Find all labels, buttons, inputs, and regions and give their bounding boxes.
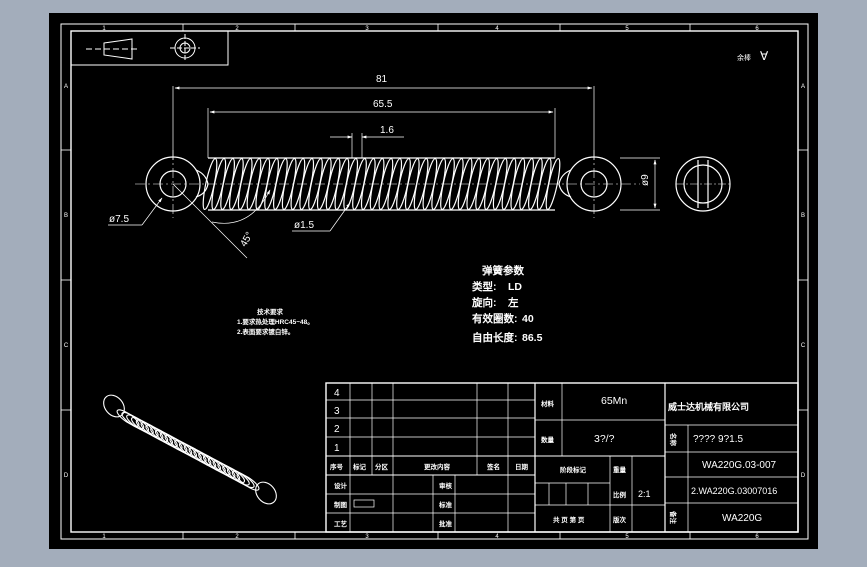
tech-line-2: 2.表面要求镀白锌。 [237,327,294,336]
projection-symbol [70,30,229,66]
title-block [325,382,799,533]
centerlines [135,150,640,218]
rev-row-1: 1 [334,443,340,454]
material-label: 材料 [540,399,555,408]
dim-hook-diameter: ø7.5 [109,214,129,225]
quantity-value: 3?/? [594,433,615,445]
hdr-sign: 签名 [486,462,500,471]
zone-right-b: B [801,213,805,219]
hdr-seq: 序号 [329,462,344,471]
zone-right-d: D [801,473,806,479]
zone-bottom-3: 3 [365,534,369,540]
param-length-label: 自由长度: [472,331,518,344]
version-label: 版次 [612,515,627,524]
rev-row-4: 4 [334,388,340,399]
roughness-symbol: ∀ [760,49,769,63]
spring-coils [202,157,561,211]
row-design: 设计 [334,481,348,490]
zone-top-3: 3 [365,26,369,32]
zone-ticks [61,24,808,539]
project-code: WA220G [722,513,762,524]
dim-overall-length: 81 [376,74,388,85]
zone-left-b: B [64,213,68,219]
rev-row-2: 2 [334,424,340,435]
title-block-headers: 序号 标记 分区 更改内容 签名 日期 设计 制图 工艺 审核 标准 批准 材料… [329,399,627,528]
param-direction-label: 旋向: [471,296,497,309]
params-title: 弹簧参数 [482,264,524,277]
hdr-mark: 标记 [352,462,367,471]
zone-right-c: C [801,343,806,349]
param-direction-value: 左 [507,296,519,309]
iso-coil-loop [236,473,260,491]
hdr-zone: 分区 [375,462,389,471]
row-review: 审核 [439,481,453,490]
material-value: 65Mn [601,395,627,407]
row-draw: 制图 [334,500,348,509]
spring-isometric-view [103,394,277,505]
zone-bottom-2: 2 [235,534,239,540]
part-name: ???? 9?1.5 [693,434,743,445]
tech-title: 技术要求 [257,307,284,316]
company-name: 威士达机械有限公司 [668,401,749,412]
param-coils-label: 有效圈数: [472,312,518,325]
zone-bottom-5: 5 [625,534,629,540]
spring-end-view [675,156,731,212]
technical-requirements: 技术要求 1.要求热处理HRC45~48。 2.表面要求镀白锌。 [237,307,314,336]
code-label: 备注 [669,510,678,525]
zone-top-5: 5 [625,26,629,32]
revision-numbers: 4 3 2 1 [334,388,340,454]
hdr-change: 更改内容 [424,462,451,471]
hdr-date: 日期 [515,462,529,471]
zone-top-1: 1 [102,26,106,32]
quantity-label: 数量 [541,435,555,444]
rev-row-3: 3 [334,406,340,417]
name-label: 名称 [669,433,678,447]
zone-top-2: 2 [235,26,239,32]
tech-line-1: 1.要求热处理HRC45~48。 [237,317,314,326]
spring-parameters: 弹簧参数 类型: LD 旋向: 左 有效圈数: 40 自由长度: 86.5 [471,264,543,344]
param-type-value: LD [508,281,522,293]
param-length-value: 86.5 [522,332,543,344]
coil-loop [545,157,561,211]
zone-left-c: C [64,343,69,349]
dim-outer-diameter: ø9 [640,174,651,186]
drawing-number: WA220G.03-007 [702,460,777,471]
stage-label: 阶段标记 [560,465,587,474]
dimension-lines [108,86,660,259]
zone-bottom-4: 4 [495,534,499,540]
zone-right-a: A [801,84,805,90]
row-standard: 标准 [438,500,453,509]
scale-label: 比例 [613,490,627,499]
dim-pitch: 1.6 [380,125,394,136]
title-block-values: 65Mn 3?/? 2:1 威士达机械有限公司 ???? 9?1.5 WA220… [594,395,777,524]
dim-wire-diameter: ø1.5 [294,220,314,231]
weight-label: 重量 [613,465,627,474]
param-type-label: 类型: [472,280,497,293]
zone-top-6: 6 [755,26,759,32]
scale-value: 2:1 [638,489,651,499]
roughness-label: 余棒 [737,53,751,62]
param-coils-value: 40 [522,313,534,325]
zone-top-4: 4 [495,26,499,32]
dim-body-length: 65.5 [373,99,393,110]
outer-frame [60,23,809,540]
part-number: 2.WA220G.03007016 [691,486,777,496]
zone-bottom-6: 6 [755,534,759,540]
zone-left-d: D [64,473,69,479]
zone-left-a: A [64,84,68,90]
row-process: 工艺 [334,519,348,528]
title-block-side-labels: 名称 备注 [669,433,678,525]
zone-bottom-1: 1 [102,534,106,540]
row-approve: 批准 [439,519,453,528]
sheet-label: 共 页 第 页 [553,515,585,524]
zone-labels: 1 2 3 4 5 6 1 2 3 4 5 6 A B C D A B C D [64,26,806,540]
drawing-sheet [49,13,818,549]
